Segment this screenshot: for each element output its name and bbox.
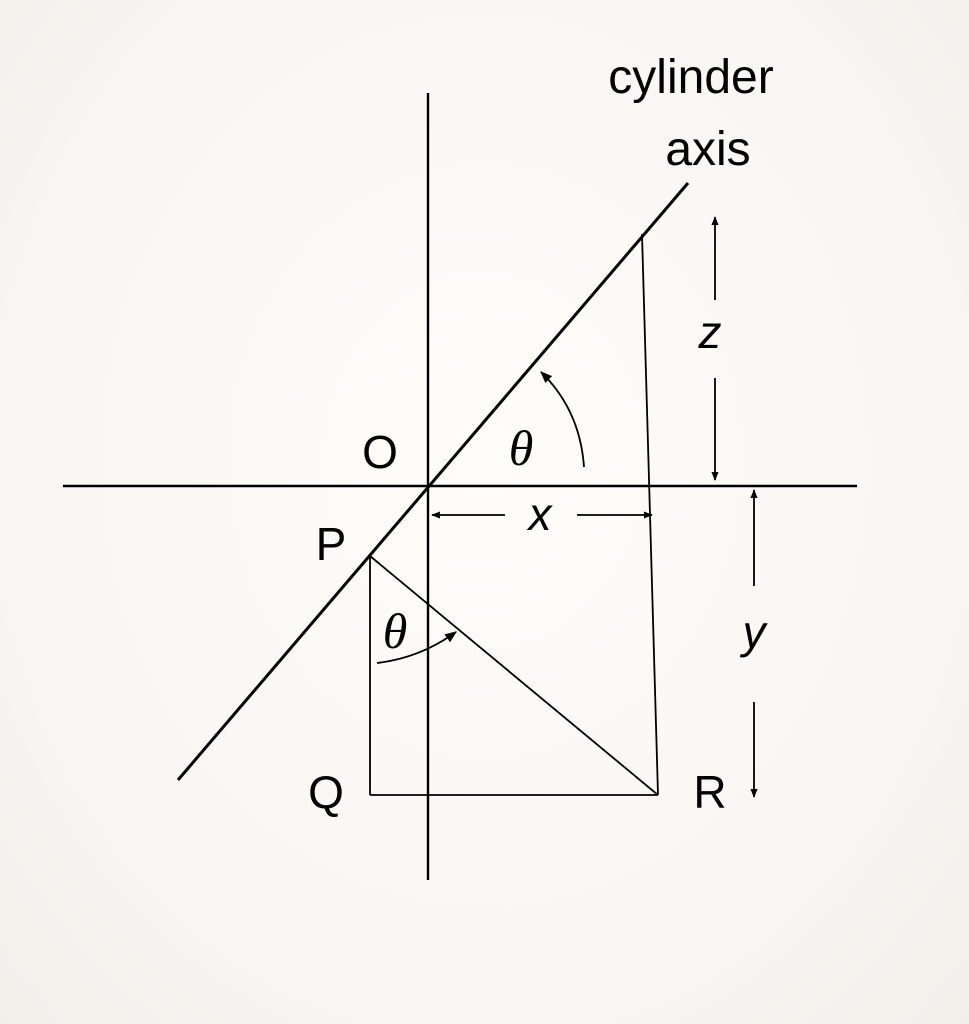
z-dimension-label: z [698,306,722,358]
cylinder-axis-label-line2: axis [665,123,750,176]
point-q-label: Q [308,766,344,818]
cylinder-axis-line [176,182,690,781]
upper-angle-arc [540,371,585,468]
origin-label: O [362,426,398,478]
segment-pr [369,555,659,796]
lower-theta-label: θ [383,603,408,659]
upper-theta-label: θ [509,420,534,476]
point-r-label: R [693,766,726,818]
point-p-label: P [316,518,347,570]
y-dimension-label: y [740,606,769,658]
x-dimension-label: x [527,488,554,540]
cylinder-axis-label-line1: cylinder [608,51,773,104]
lower-angle-arc [376,631,457,664]
